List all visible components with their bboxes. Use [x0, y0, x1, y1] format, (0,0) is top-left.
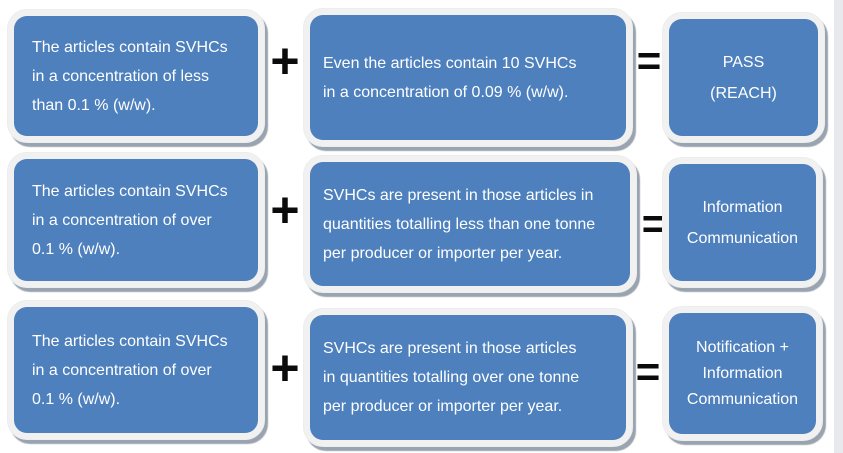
condition-text: SVHCs are present in those articles in q…	[323, 340, 580, 415]
condition-box-row2-left-fill: The articles contain SVHCs in a concentr…	[14, 159, 258, 281]
condition-text: The articles contain SVHCs in a concentr…	[32, 38, 228, 114]
result-box-row3-fill: Notification + Information Communication	[669, 313, 816, 434]
condition-box-row1-left-fill: The articles contain SVHCs in a concentr…	[14, 16, 258, 136]
condition-box-row3-middle: SVHCs are present in those articles in q…	[303, 308, 633, 447]
equals-operator-row3: =	[635, 348, 661, 395]
plus-operator-row2: +	[270, 182, 300, 238]
equals-operator-row1: =	[636, 37, 662, 84]
condition-text: Even the articles contain 10 SVHCs in a …	[323, 54, 577, 101]
page-edge-strip	[834, 0, 843, 453]
result-box-row1: PASS (REACH)	[662, 12, 825, 143]
condition-box-row1-middle-fill: Even the articles contain 10 SVHCs in a …	[310, 15, 626, 140]
condition-box-row3-left: The articles contain SVHCs in a concentr…	[7, 300, 265, 440]
result-box-row2: Information Communication	[662, 157, 823, 288]
condition-text: The articles contain SVHCs in a concentr…	[32, 332, 228, 408]
plus-operator-row3: +	[270, 340, 300, 396]
result-text: PASS (REACH)	[710, 53, 777, 102]
condition-box-row3-left-fill: The articles contain SVHCs in a concentr…	[14, 307, 258, 433]
result-box-row2-fill: Information Communication	[669, 164, 816, 281]
condition-text: SVHCs are present in those articles in q…	[323, 186, 596, 262]
plus-operator-row1: +	[270, 33, 300, 89]
result-box-row1-fill: PASS (REACH)	[669, 19, 818, 136]
condition-box-row1-middle: Even the articles contain 10 SVHCs in a …	[303, 8, 633, 147]
condition-text: The articles contain SVHCs in a concentr…	[32, 182, 228, 258]
result-text: Notification + Information Communication	[686, 338, 799, 408]
condition-box-row2-middle: SVHCs are present in those articles in q…	[303, 155, 637, 293]
condition-box-row3-middle-fill: SVHCs are present in those articles in q…	[310, 315, 626, 440]
result-box-row3: Notification + Information Communication	[662, 306, 823, 441]
condition-box-row1-left: The articles contain SVHCs in a concentr…	[7, 9, 265, 143]
result-text: Information Communication	[686, 198, 799, 247]
condition-box-row2-middle-fill: SVHCs are present in those articles in q…	[310, 162, 630, 286]
condition-box-row2-left: The articles contain SVHCs in a concentr…	[7, 152, 265, 288]
